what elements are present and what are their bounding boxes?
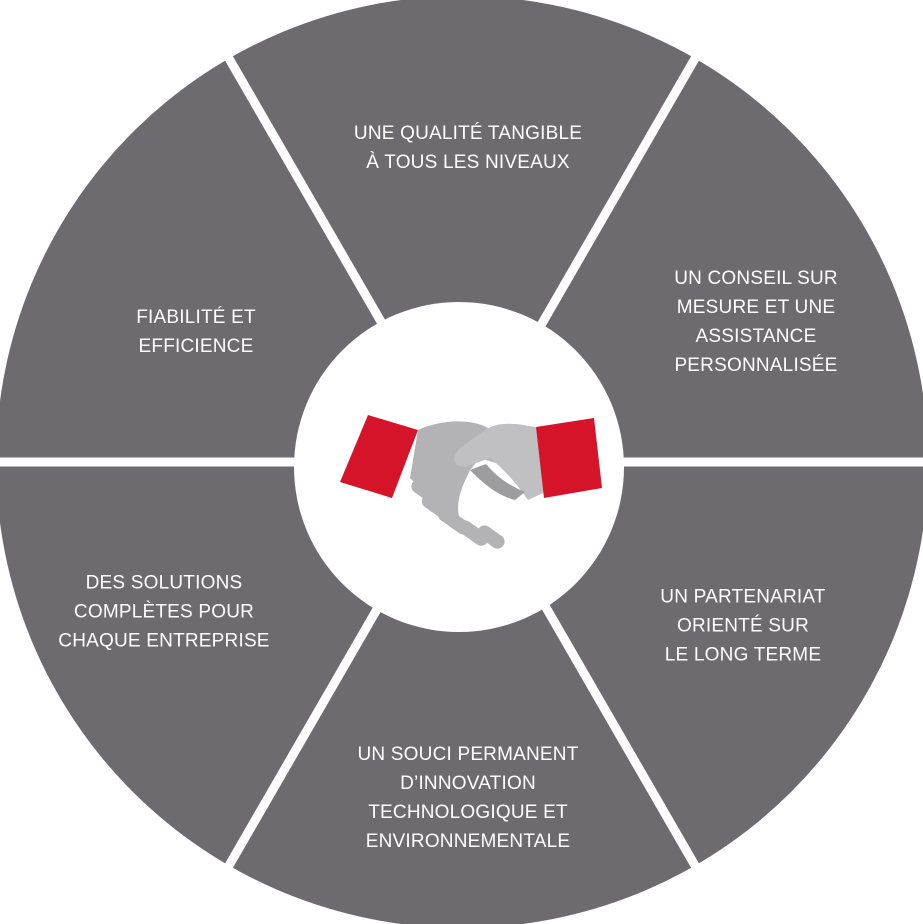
segment-label-line: FIABILITÉ ET (136, 307, 256, 328)
segment-label-line: LE LONG TERME (664, 644, 822, 666)
segment-label-line: TECHNOLOGIQUE ET (368, 802, 568, 823)
segment-label-line: ORIENTÉ SUR (676, 615, 810, 637)
left-cuff (340, 415, 418, 498)
right-cuff (536, 418, 602, 498)
center-circle (294, 302, 624, 632)
segment-label-line: MESURE ET UNE (676, 297, 836, 318)
segment-label-bottom: UN SOUCI PERMANENT D’INNOVATION TECHNOLOGI… (357, 740, 578, 856)
segment-top (227, 0, 697, 453)
segment-label-line: CHAQUE ENTREPRISE (58, 630, 270, 652)
segment-label-upper-right: UN CONSEIL SUR MESURE ET UNE ASSISTANCE PER… (674, 264, 838, 380)
segment-label-line: D’INNOVATION (400, 773, 536, 794)
segment-label-line: UN CONSEIL SUR (674, 268, 838, 289)
segment-bottom (227, 471, 697, 924)
segment-label-line: UN PARTENARIAT (660, 586, 826, 608)
segment-label-line: DES SOLUTIONS (85, 572, 243, 594)
handshake-icon (340, 415, 602, 549)
segment-label-line: COMPLÈTES POUR (73, 601, 255, 623)
segment-label-line: À TOUS LES NIVEAUX (366, 152, 570, 173)
segment-label-lower-right: UN PARTENARIAT ORIENTÉ SUR LE LONG TERME (660, 583, 825, 670)
segment-label-lower-left: DES SOLUTIONS COMPLÈTES POUR CHAQUE ENTREP… (58, 569, 269, 656)
segment-label-line: ENVIRONNEMENTALE (365, 831, 571, 852)
segment-label-line: UNE QUALITÉ TANGIBLE (353, 123, 583, 144)
segment-label-line: UN SOUCI PERMANENT (357, 744, 579, 765)
segment-label-line: ASSISTANCE (695, 326, 817, 347)
segment-label-upper-left: FIABILITÉ ET EFFICIENCE (136, 303, 256, 361)
right-hand (454, 423, 550, 500)
segment-label-line: EFFICIENCE (138, 336, 254, 357)
segment-label-line: PERSONNALISÉE (674, 355, 838, 376)
segment-label-top: UNE QUALITÉ TANGIBLE À TOUS LES NIVEAUX (354, 119, 582, 177)
